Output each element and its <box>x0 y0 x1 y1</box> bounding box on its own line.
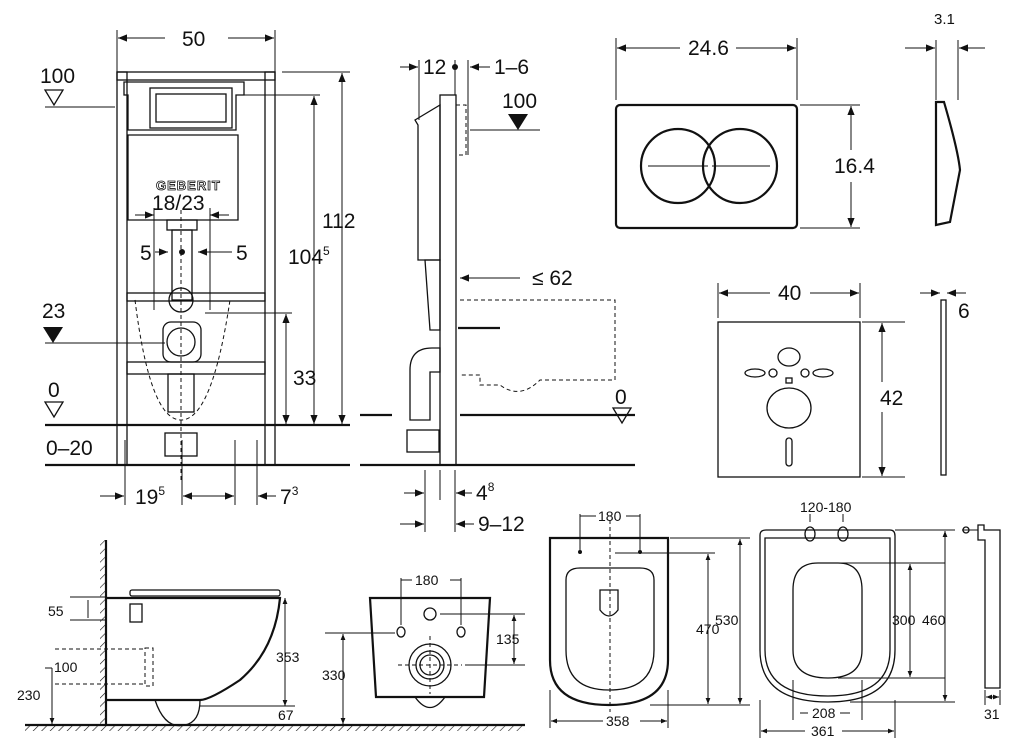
dim-top-530: 530 <box>715 612 739 628</box>
insulation-plate-view: 40 42 6 <box>717 282 970 478</box>
toilet-seat <box>759 529 896 703</box>
dim-height-104: 1045 <box>288 244 330 269</box>
frame-front-view: GEBERIT 50 100 112 1045 18/23 5 5 23 33 … <box>40 28 355 509</box>
dim-offset-right: 5 <box>236 242 248 265</box>
dim-insulation-height: 42 <box>880 387 903 410</box>
level-marker-filled-icon <box>43 327 63 343</box>
frame-right-post <box>264 71 276 466</box>
level-23-label: 23 <box>42 300 65 323</box>
dim-front-330: 330 <box>322 667 346 683</box>
dim-height-33: 33 <box>293 367 316 390</box>
level-marker-open-icon <box>43 89 65 107</box>
toilet-top-view: 180 470 530 358 <box>548 508 750 729</box>
frame-left-post <box>116 71 128 466</box>
dim-leg-73: 73 <box>280 484 299 509</box>
flush-plate <box>614 103 799 230</box>
frame-top-rail <box>116 71 276 81</box>
dim-side-100: 100 <box>54 659 78 675</box>
drain-bend <box>409 347 441 421</box>
dim-seat-208: 208 <box>812 705 836 721</box>
flush-plate-opening <box>149 87 233 129</box>
dim-seat-31: 31 <box>984 706 1000 722</box>
dim-height-112: 112 <box>322 210 355 233</box>
dim-seat-460: 460 <box>922 612 946 628</box>
dim-depth-48: 48 <box>476 480 495 505</box>
cistern-side <box>414 103 441 261</box>
dim-flush-range: 18/23 <box>152 192 205 215</box>
toilet-bowl-top <box>548 536 670 707</box>
dim-seat-361: 361 <box>811 723 835 739</box>
geberit-logo: GEBERIT <box>156 178 221 193</box>
dim-plate-width: 24.6 <box>688 37 729 60</box>
toilet-bowl-front <box>368 596 492 699</box>
seat-opening <box>792 562 863 679</box>
toilet-front-view: 180 135 330 <box>322 572 525 724</box>
dim-insulation-width: 40 <box>778 282 801 305</box>
dim-side-67: 67 <box>278 707 294 723</box>
insulation-plate <box>717 321 861 478</box>
side-level-0-label: 0 <box>615 386 627 409</box>
dim-depth-12: 12 <box>423 56 446 79</box>
dim-side-353: 353 <box>276 649 300 665</box>
toilet-bowl-side <box>106 596 282 702</box>
level-100-label: 100 <box>40 65 75 88</box>
frame-side-view: 12 1–6 100 ≤ 62 0 48 9–12 <box>360 56 635 536</box>
dim-bowl-62: ≤ 62 <box>532 267 573 290</box>
dim-top-180: 180 <box>598 508 622 524</box>
dim-leg-195: 195 <box>135 484 165 509</box>
dim-front-180: 180 <box>415 572 439 588</box>
frame-side-post <box>439 94 457 466</box>
dim-seat-300: 300 <box>892 612 916 628</box>
drain-connector <box>162 321 202 363</box>
dim-depth-9-12: 9–12 <box>478 513 525 536</box>
dim-insulation-thickness: 6 <box>958 300 970 323</box>
seat-view: 120-180 300 460 208 361 31 <box>759 499 1001 739</box>
dim-plate-thickness: 3.1 <box>934 11 955 28</box>
dim-frame-width: 50 <box>182 28 205 51</box>
dim-top-358: 358 <box>606 713 630 729</box>
cistern <box>127 134 239 221</box>
dim-side-230: 230 <box>17 687 41 703</box>
seat-profile <box>977 524 1001 689</box>
dim-seat-hinge: 120-180 <box>800 499 852 515</box>
flush-plate-view: 24.6 16.4 3.1 <box>614 11 985 230</box>
dim-plate-height: 16.4 <box>834 155 875 178</box>
level-0-label: 0 <box>48 379 60 402</box>
toilet-side-view: 55 100 230 353 67 <box>17 540 525 731</box>
dim-offset-left: 5 <box>140 242 152 265</box>
dim-plate-1-6: 1–6 <box>494 56 529 79</box>
floor-range-label: 0–20 <box>46 437 93 460</box>
dim-side-55: 55 <box>48 603 64 619</box>
flush-plate-profile <box>934 100 962 227</box>
dim-top-470: 470 <box>696 621 720 637</box>
insulation-plate-profile <box>940 299 947 476</box>
side-level-100-label: 100 <box>502 90 537 113</box>
dim-front-135: 135 <box>496 631 520 647</box>
